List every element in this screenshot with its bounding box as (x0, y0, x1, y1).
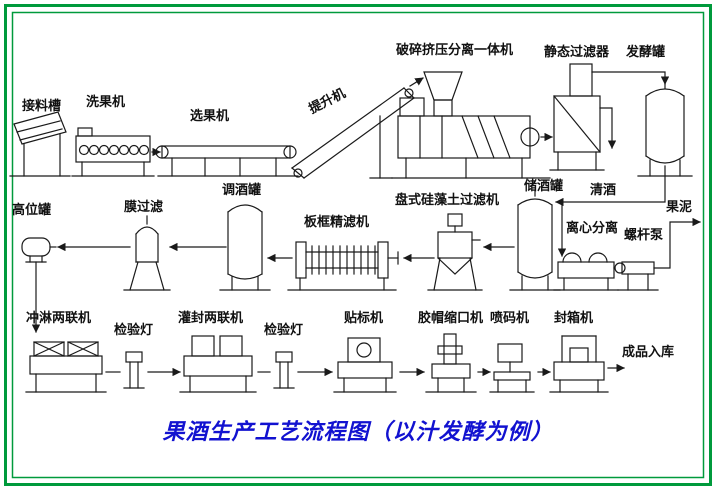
label-plate-frame-filter: 板框精滤机 (304, 215, 370, 230)
label-disc-diatomite-filter: 盘式硅藻土过滤机 (395, 193, 500, 208)
blending-tank-shape (219, 204, 271, 291)
label-fruit-washer: 洗果机 (86, 95, 126, 110)
label-blending-tank: 调酒罐 (222, 183, 262, 198)
label-receiving-trough: 接料槽 (22, 99, 62, 114)
label-fermentation-tank: 发酵罐 (626, 45, 666, 60)
label-centrifugal-separator: 离心分离 (566, 221, 619, 236)
filling-sealing-duplex-shape (179, 335, 257, 393)
label-labeling-machine: 贴标机 (344, 311, 384, 326)
disc-diatomite-filter-shape (427, 213, 483, 291)
inkjet-printer-shape (489, 343, 535, 393)
inspection-lamp-1-shape (123, 351, 145, 389)
label-rinsing-duplex: 冲淋两联机 (26, 311, 92, 326)
fruit-washer-shape (71, 127, 155, 177)
flow-arrows (31, 71, 701, 377)
label-membrane-filter: 膜过滤 (124, 200, 164, 215)
rinsing-duplex-shape (25, 341, 107, 393)
centrifugal-separator-shape (553, 252, 619, 291)
green-frame (4, 4, 712, 486)
labeling-machine-shape (333, 337, 397, 393)
label-fruit-sorter: 选果机 (190, 109, 230, 124)
membrane-filter-shape (123, 215, 171, 291)
high-level-tank-shape (21, 237, 57, 263)
label-inkjet-printer: 喷码机 (490, 311, 530, 326)
wine-storage-tank-shape (509, 189, 561, 291)
inspection-lamp-2-shape (273, 351, 295, 389)
elevator-shape (291, 87, 415, 179)
cap-shrinking-machine-shape (425, 333, 477, 393)
crusher-press-separator-shape (391, 71, 551, 179)
fruit-sorter-shape (155, 145, 299, 177)
label-cap-shrinking-machine: 胶帽缩口机 (418, 311, 484, 326)
receiving-trough-shape (9, 111, 71, 177)
carton-sealing-machine-shape (549, 335, 609, 393)
label-clear-wine: 清酒 (590, 183, 617, 198)
label-finished-product-storage: 成品入库 (622, 345, 675, 360)
label-filling-sealing-duplex: 灌封两联机 (178, 311, 244, 326)
screw-pump-shape (613, 261, 659, 291)
label-high-level-tank: 高位罐 (12, 203, 52, 218)
label-inspection-lamp-2: 检验灯 (264, 323, 304, 338)
label-crusher-press-separator: 破碎挤压分离一体机 (396, 43, 514, 58)
plate-frame-filter-shape (287, 241, 399, 291)
static-filter-shape (549, 63, 605, 171)
label-static-filter: 静态过滤器 (544, 45, 610, 60)
label-carton-sealing-machine: 封箱机 (554, 311, 594, 326)
label-fruit-pulp: 果泥 (666, 200, 693, 215)
fermentation-tank-shape (637, 79, 693, 177)
label-wine-storage-tank: 储酒罐 (524, 179, 564, 194)
label-inspection-lamp-1: 检验灯 (114, 323, 154, 338)
label-screw-pump: 螺杆泵 (624, 228, 664, 243)
diagram-title: 果酒生产工艺流程图（以汁发酵为例） (162, 420, 554, 445)
